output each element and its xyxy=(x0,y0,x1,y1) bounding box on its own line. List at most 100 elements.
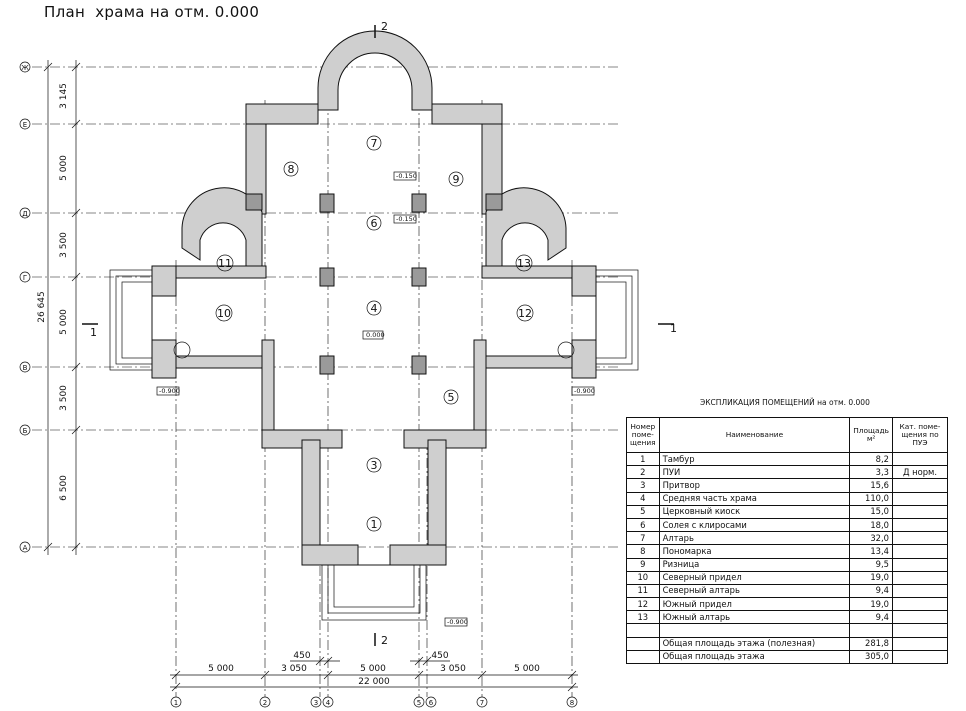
table-cell: Притвор xyxy=(658,478,851,493)
table-cell: 11 xyxy=(626,583,660,599)
dim-small-right: 450 xyxy=(431,651,448,661)
table-cell: Южный алтарь xyxy=(658,610,851,625)
table-cell: 7 xyxy=(626,531,660,546)
section-marks: 2 2 1 1 xyxy=(82,20,677,647)
table-cell: Северный алтарь xyxy=(658,583,851,599)
table-cell: 3 xyxy=(626,478,660,493)
table-cell: 9,4 xyxy=(849,610,893,625)
table-cell: Южный придел xyxy=(658,597,851,612)
table-cell: Северный придел xyxy=(658,570,851,585)
table-cell: 2 xyxy=(626,465,660,480)
table-cell: 5 xyxy=(626,504,660,519)
table-cell: 9,4 xyxy=(849,583,893,599)
section-mark-left: 1 xyxy=(90,326,97,339)
axis-e: Е xyxy=(19,118,620,130)
svg-text:-0.150: -0.150 xyxy=(396,215,417,223)
section-mark-top: 2 xyxy=(381,20,388,33)
svg-text:-0.900: -0.900 xyxy=(574,387,595,395)
svg-text:7: 7 xyxy=(480,699,484,707)
table-cell: 15,0 xyxy=(849,504,893,519)
room-4: 4 xyxy=(371,302,378,315)
svg-text:-0.900: -0.900 xyxy=(159,387,180,395)
dim-d-g: 3 500 xyxy=(59,232,69,258)
dim-e-d: 5 000 xyxy=(59,155,69,181)
svg-text:Ж: Ж xyxy=(21,64,29,72)
dim-5-7: 3 050 xyxy=(440,664,466,674)
table-cell: 4 xyxy=(626,491,660,506)
table-cell xyxy=(892,491,948,506)
header-num: Номер поме- щения xyxy=(626,417,660,453)
dim-1-2: 5 000 xyxy=(208,664,234,674)
svg-text:6: 6 xyxy=(429,699,434,707)
dim-small-left: 450 xyxy=(293,651,310,661)
section-mark-right: 1 xyxy=(670,322,677,335)
svg-text:1: 1 xyxy=(174,699,178,707)
table-cell: Алтарь xyxy=(658,531,851,546)
dim-total-horizontal: 22 000 xyxy=(358,677,390,687)
header-name: Наименование xyxy=(658,417,851,453)
room-5: 5 xyxy=(448,391,455,404)
room-3: 3 xyxy=(371,459,378,472)
table-cell: Общая площадь этажа (полезная) xyxy=(658,636,851,651)
table-row: Общая площадь этажа (полезная)281,8 xyxy=(626,636,948,651)
table-cell xyxy=(892,478,948,493)
explication-table: Номер поме- щения Наименование Площадь м… xyxy=(626,417,948,665)
table-cell xyxy=(892,623,948,638)
dim-2-4: 3 050 xyxy=(281,664,307,674)
table-cell: 110,0 xyxy=(849,491,893,506)
header-area: Площадь м² xyxy=(849,417,893,453)
axis-zh: Ж xyxy=(19,61,620,73)
table-cell: 13,4 xyxy=(849,544,893,559)
table-cell xyxy=(892,451,948,467)
table-cell: Пономарка xyxy=(658,544,851,559)
table-cell: ПУИ xyxy=(658,465,851,480)
table-cell xyxy=(892,544,948,559)
table-cell: 3,3 xyxy=(849,465,893,480)
table-cell: 13 xyxy=(626,610,660,625)
svg-text:Е: Е xyxy=(23,121,27,129)
svg-text:А: А xyxy=(23,544,28,552)
svg-text:3: 3 xyxy=(314,699,318,707)
room-6: 6 xyxy=(371,217,378,230)
table-cell xyxy=(849,623,893,638)
table-cell: 12 xyxy=(626,597,660,612)
table-cell: 18,0 xyxy=(849,517,893,533)
table-cell xyxy=(892,636,948,651)
table-header-row: Номер поме- щения Наименование Площадь м… xyxy=(626,417,948,453)
table-cell: 8,2 xyxy=(849,451,893,467)
table-cell: Д норм. xyxy=(892,465,948,480)
table-cell: 10 xyxy=(626,570,660,585)
room-7: 7 xyxy=(371,137,378,150)
table-cell: 15,6 xyxy=(849,478,893,493)
axis-bubble-8: 8 xyxy=(566,696,578,708)
table-cell: 8 xyxy=(626,544,660,559)
section-mark-bottom: 2 xyxy=(381,634,388,647)
dim-4-5: 5 000 xyxy=(360,664,386,674)
table-row xyxy=(626,623,948,638)
svg-text:Д: Д xyxy=(22,210,28,218)
table-cell xyxy=(892,583,948,599)
columns xyxy=(245,193,503,375)
table-cell xyxy=(892,610,948,625)
svg-text:4: 4 xyxy=(326,699,331,707)
room-labels: 1 3 4 5 6 7 8 9 10 11 12 13 xyxy=(215,135,534,532)
table-cell xyxy=(626,649,660,665)
axis-bubble-1: 1 xyxy=(170,696,182,708)
svg-text:-0.900: -0.900 xyxy=(447,618,468,626)
axis-bubble-2: 2 xyxy=(259,696,271,708)
room-11: 11 xyxy=(218,257,232,270)
axis-bubble-3: 3 xyxy=(310,696,322,708)
axis-bubble-5: 5 xyxy=(413,696,425,708)
dim-g-v: 5 000 xyxy=(59,309,69,335)
building-walls xyxy=(151,30,597,566)
